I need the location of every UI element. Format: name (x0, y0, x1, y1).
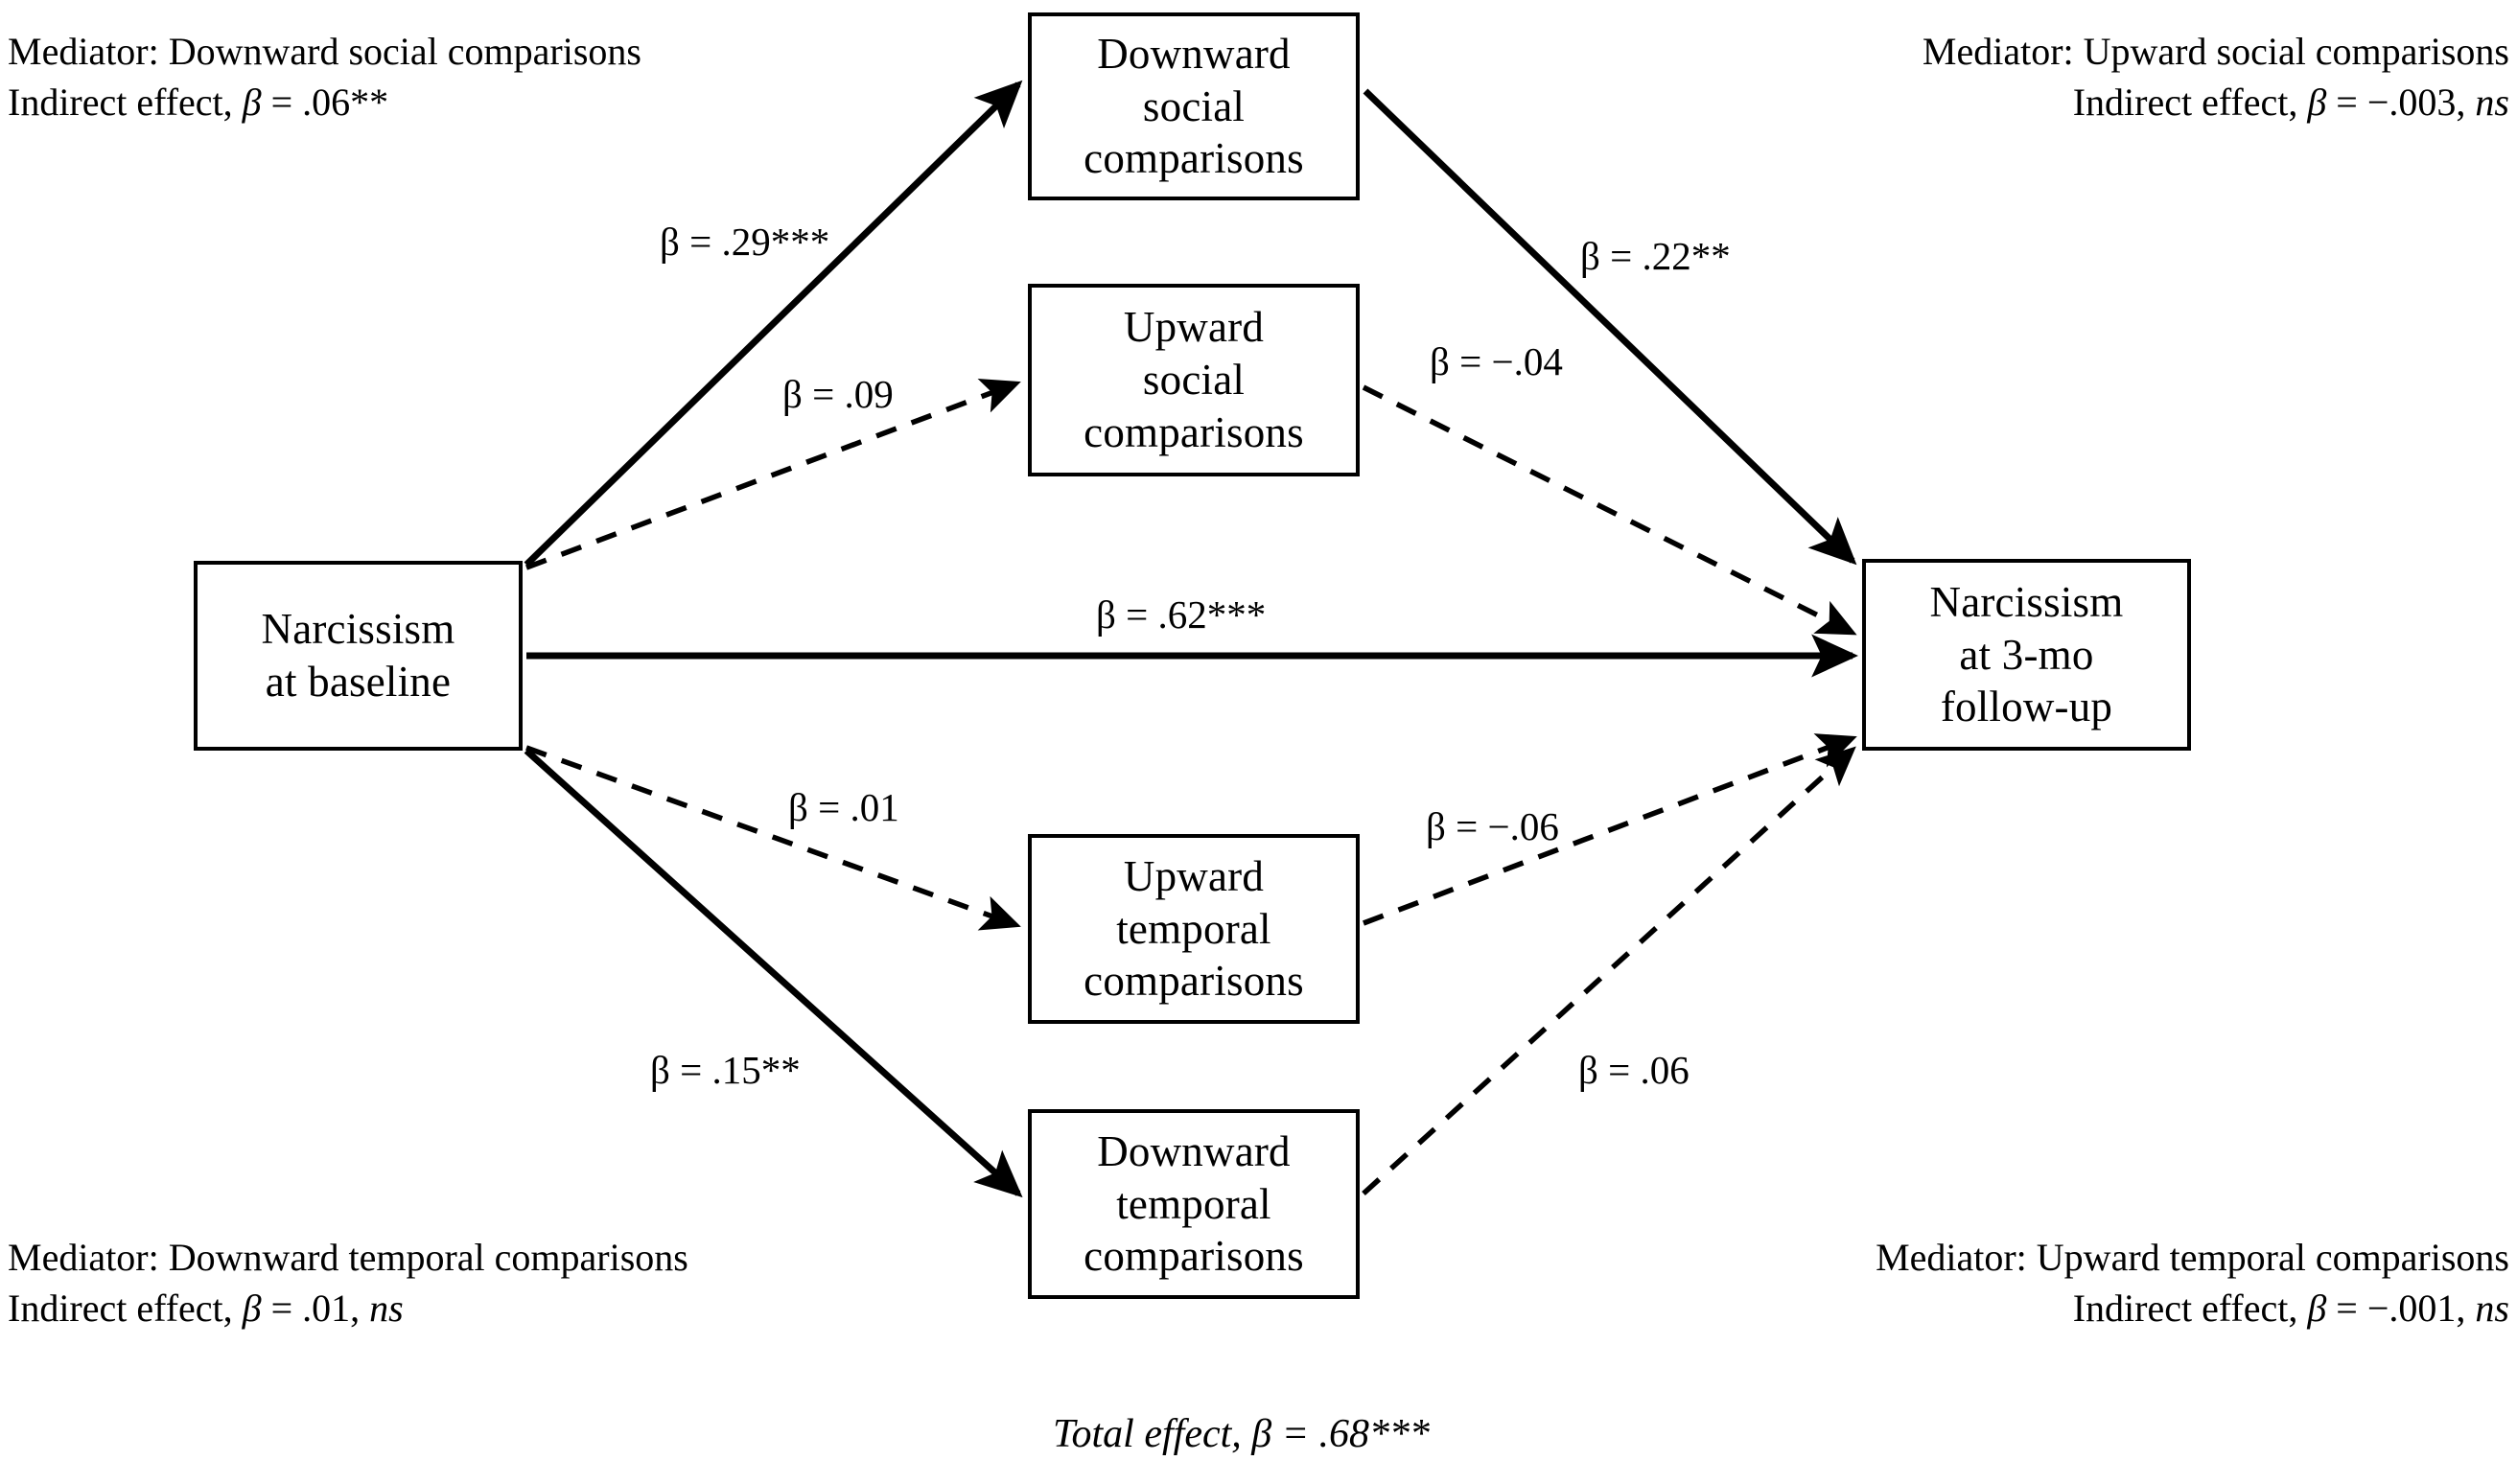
note-line-1: Mediator: Downward temporal comparisons (8, 1236, 688, 1279)
path-arrow-a2 (525, 378, 1021, 570)
path-label-a4: β = .15** (650, 1048, 801, 1092)
note-top-left: Mediator: Downward social comparisons In… (8, 27, 641, 128)
note-line-2: Indirect effect, β = −.001, ns (2072, 1286, 2509, 1330)
node-downward-social[interactable]: Downward social comparisons (1028, 12, 1360, 200)
node-label: Downward social comparisons (1084, 29, 1304, 183)
path-label-a3: β = .01 (788, 785, 899, 829)
node-upward-social[interactable]: Upward social comparisons (1028, 284, 1360, 476)
node-label: Upward temporal comparisons (1084, 851, 1304, 1006)
path-label-b3: β = −.06 (1426, 804, 1559, 848)
node-downward-temporal[interactable]: Downward temporal comparisons (1028, 1109, 1360, 1299)
path-arrow-a4 (524, 748, 1023, 1198)
note-bottom-left: Mediator: Downward temporal comparisons … (8, 1233, 688, 1334)
path-label-b2: β = −.04 (1430, 339, 1563, 383)
note-top-right: Mediator: Upward social comparisons Indi… (1923, 27, 2509, 128)
node-upward-temporal[interactable]: Upward temporal comparisons (1028, 834, 1360, 1024)
node-narcissism-baseline[interactable]: Narcissism at baseline (194, 561, 523, 751)
node-label: Upward social comparisons (1084, 303, 1304, 456)
path-label-a2: β = .09 (782, 372, 894, 416)
path-label-a1: β = .29*** (660, 220, 830, 264)
path-label-b1: β = .22** (1580, 234, 1731, 278)
note-line-1: Mediator: Downward social comparisons (8, 30, 641, 73)
note-line-2: Indirect effect, β = −.003, ns (2072, 80, 2509, 124)
note-bottom-right: Mediator: Upward temporal comparisons In… (1876, 1233, 2509, 1334)
path-arrow-a1 (524, 80, 1023, 568)
path-label-c-direct: β = .62*** (1096, 592, 1267, 637)
total-effect-label: Total effect, β = .68*** (1053, 1412, 1431, 1456)
note-line-2: Indirect effect, β = .01, ns (8, 1286, 404, 1330)
path-arrow-a3 (525, 745, 1021, 931)
node-label: Downward temporal comparisons (1084, 1126, 1304, 1281)
node-narcissism-followup[interactable]: Narcissism at 3-mo follow-up (1862, 559, 2191, 751)
note-line-2: Indirect effect, β = .06** (8, 80, 389, 124)
path-arrow-b1 (1363, 88, 1857, 566)
path-arrow-b2 (1362, 384, 1857, 636)
path-label-b4: β = .06 (1578, 1048, 1690, 1092)
note-line-1: Mediator: Upward temporal comparisons (1876, 1236, 2509, 1279)
note-line-1: Mediator: Upward social comparisons (1922, 30, 2509, 73)
node-label: Narcissism at 3-mo follow-up (1929, 577, 2124, 731)
node-label: Narcissism at baseline (261, 605, 455, 706)
